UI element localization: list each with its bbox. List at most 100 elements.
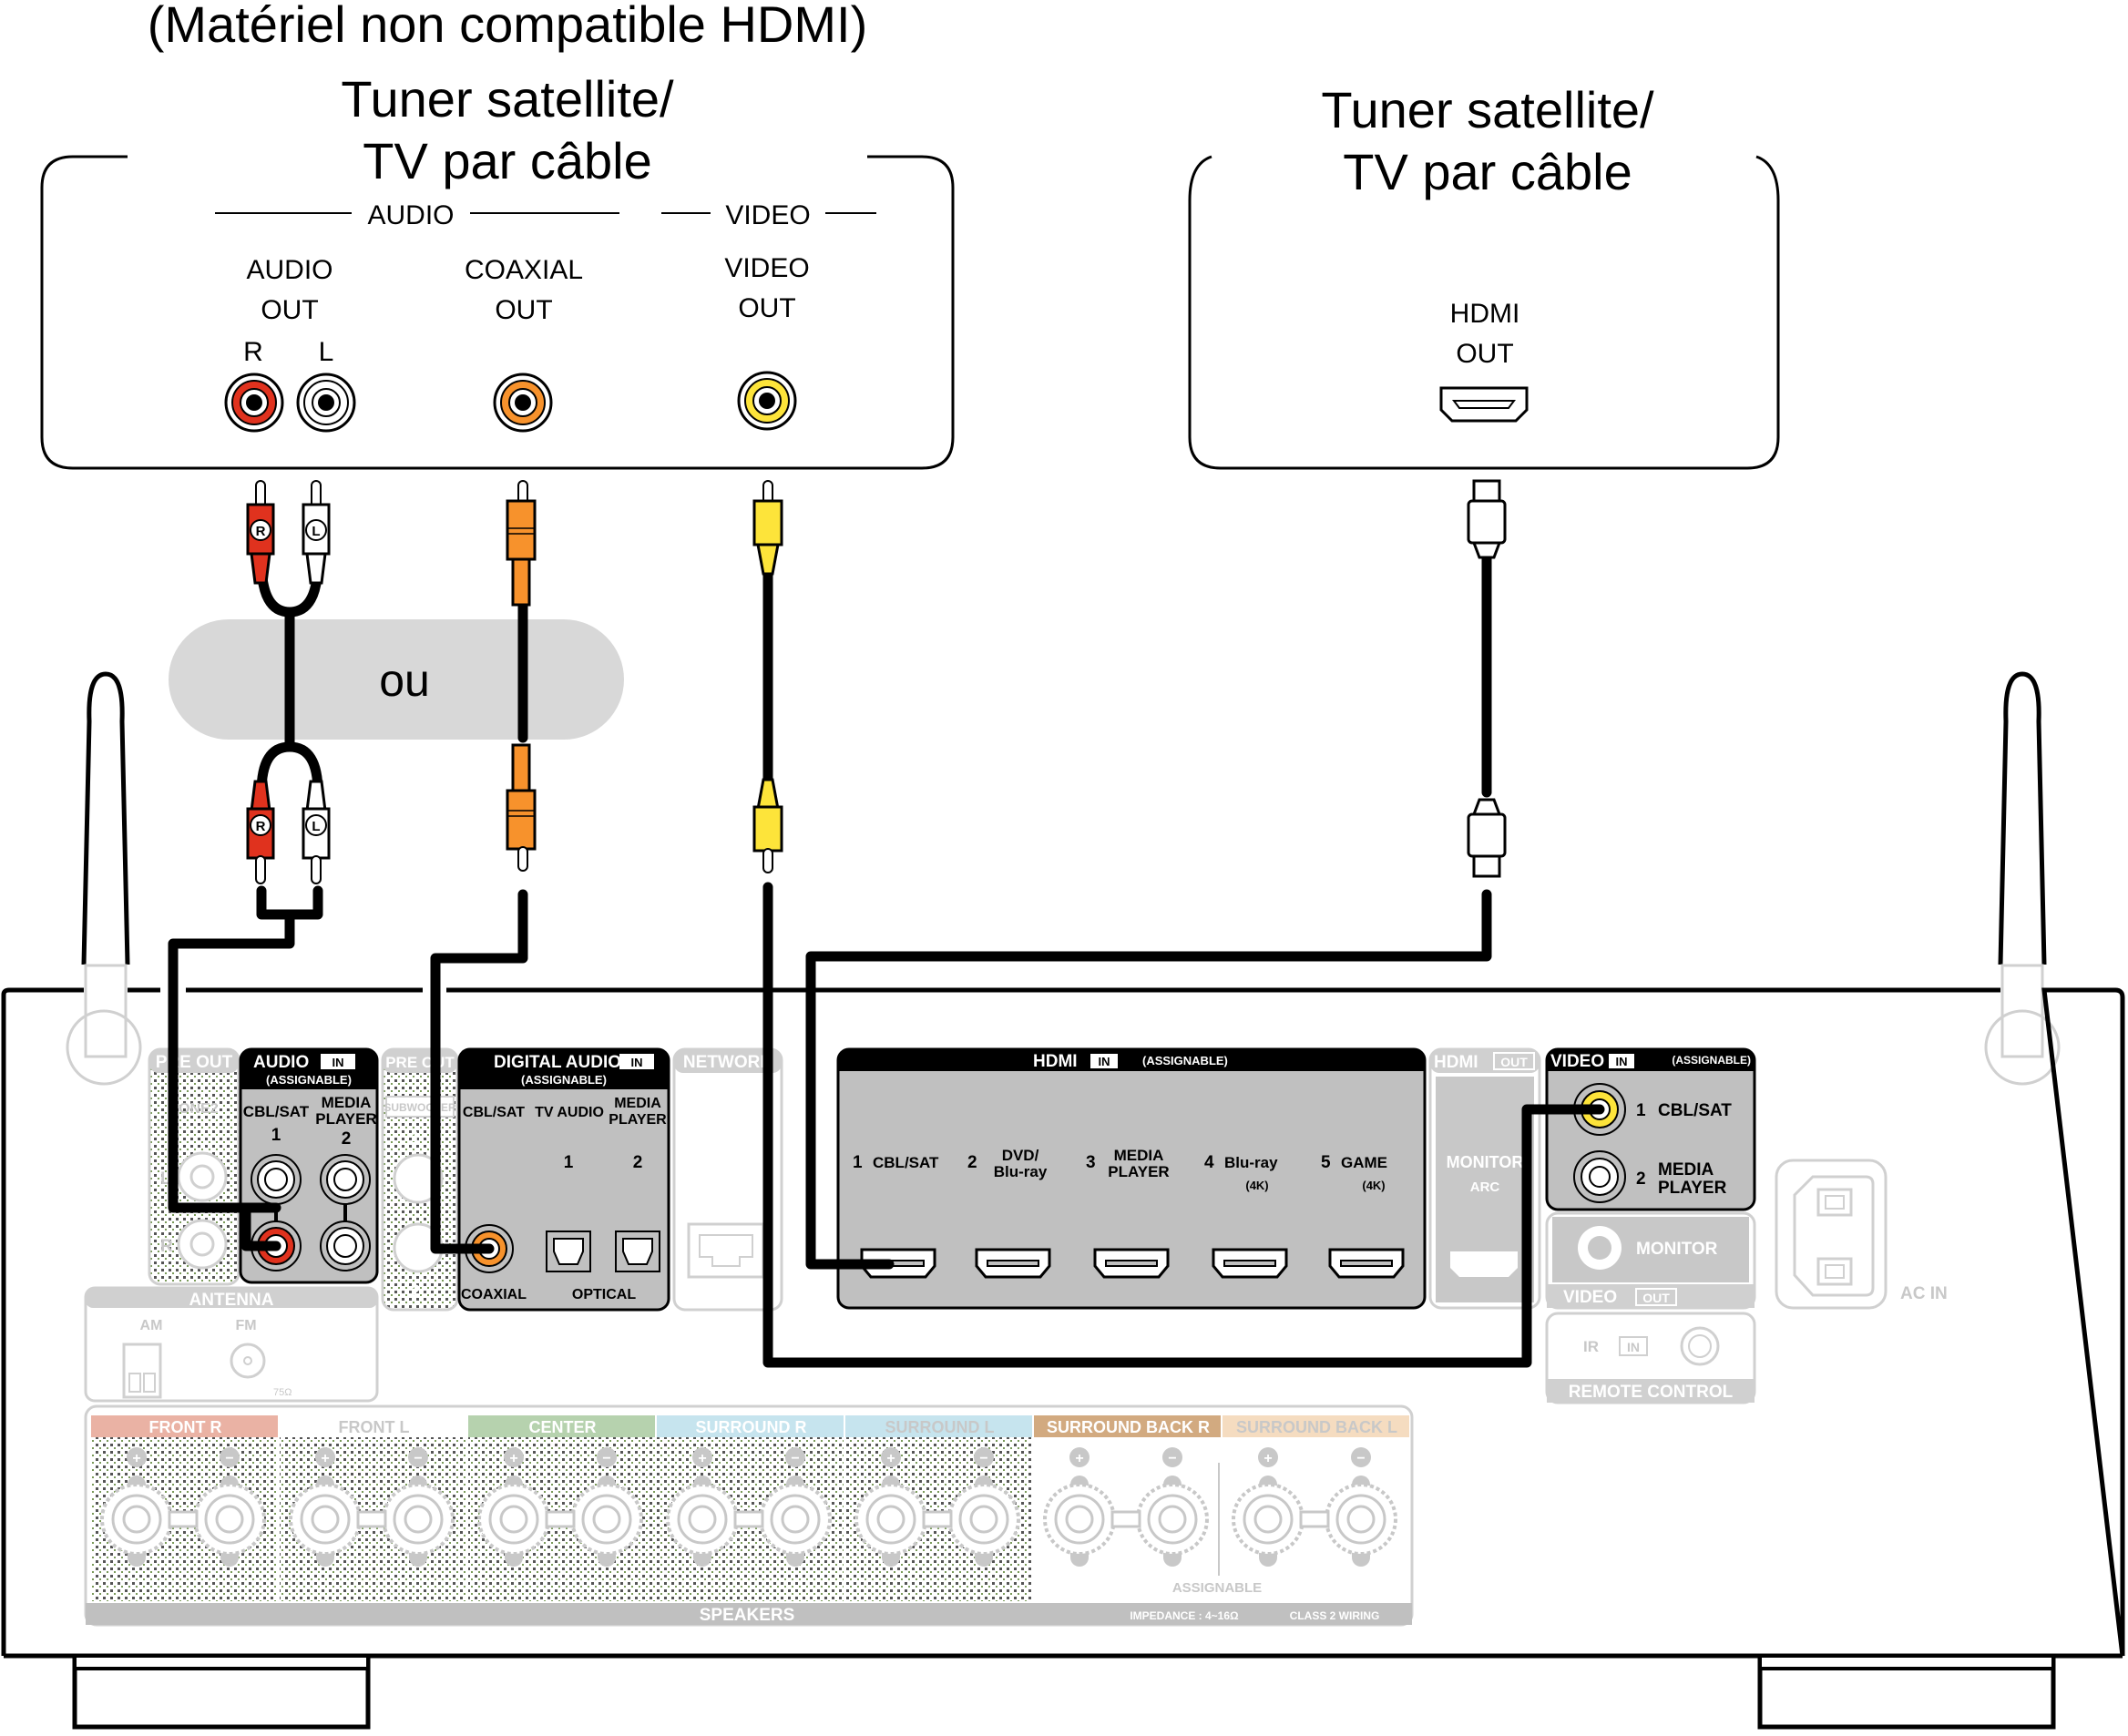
speaker-terminal-group: FRONT L + − xyxy=(280,1415,466,1601)
video-plug-top xyxy=(752,480,783,576)
svg-text:SUBWOOFER: SUBWOOFER xyxy=(384,1101,456,1114)
or-label: ou xyxy=(379,655,430,706)
antenna-panel: ANTENNA AM FM 75Ω xyxy=(84,1286,379,1403)
video-plug-bottom xyxy=(752,778,783,873)
coaxial-out-label-2: OUT xyxy=(495,295,552,325)
svg-text:+: + xyxy=(886,1451,895,1466)
svg-text:FM: FM xyxy=(235,1318,256,1333)
svg-text:4: 4 xyxy=(1204,1153,1214,1172)
svg-text:DVD/: DVD/ xyxy=(1002,1147,1039,1164)
remote-control-panel: IR IN REMOTE CONTROL xyxy=(1545,1312,1756,1404)
svg-text:OUT: OUT xyxy=(1500,1055,1528,1069)
svg-text:CBL/SAT: CBL/SAT xyxy=(873,1154,939,1171)
svg-text:+: + xyxy=(132,1451,140,1466)
plugs: R L R L xyxy=(246,479,1507,884)
speaker-terminal-group: CENTER+− xyxy=(468,1415,655,1601)
audio-in-1-l-jack xyxy=(251,1154,302,1205)
right-device-outline xyxy=(1188,155,1780,470)
svg-text:PLAYER: PLAYER xyxy=(609,1112,667,1128)
svg-text:DIGITAL AUDIO: DIGITAL AUDIO xyxy=(494,1053,621,1072)
svg-text:L: L xyxy=(312,819,320,834)
right-device-title-line2: TV par câble xyxy=(1343,143,1632,200)
svg-text:L: L xyxy=(312,524,320,539)
svg-text:+: + xyxy=(321,1451,329,1466)
svg-text:−: − xyxy=(1356,1451,1365,1466)
svg-text:REMOTE CONTROL: REMOTE CONTROL xyxy=(1569,1383,1734,1402)
svg-text:IN: IN xyxy=(631,1056,643,1069)
svg-text:(ASSIGNABLE): (ASSIGNABLE) xyxy=(266,1073,352,1087)
speaker-terminal-group: SURROUND R+− xyxy=(657,1415,844,1601)
audio-out-label: AUDIO xyxy=(246,255,332,285)
hdmi-plug-bottom xyxy=(1467,798,1507,878)
svg-text:+: + xyxy=(1264,1451,1272,1466)
svg-text:GAME: GAME xyxy=(1341,1154,1387,1171)
svg-text:MEDIA: MEDIA xyxy=(1114,1147,1164,1164)
left-device-title-line2: TV par câble xyxy=(363,132,652,189)
svg-text:(4K): (4K) xyxy=(1362,1179,1385,1192)
left-device: (Matériel non compatible HDMI) Tuner sat… xyxy=(40,0,955,470)
svg-text:1: 1 xyxy=(271,1126,281,1145)
or-separator xyxy=(169,619,624,740)
svg-text:R: R xyxy=(256,819,266,834)
svg-text:VIDEO: VIDEO xyxy=(1550,1052,1604,1071)
right-device: Tuner satellite/ TV par câble HDMI OUT xyxy=(1188,81,1780,470)
svg-text:COAXIAL: COAXIAL xyxy=(461,1287,527,1302)
hdmi-cable-run xyxy=(805,889,1492,1270)
svg-text:PRE OUT: PRE OUT xyxy=(385,1054,455,1071)
svg-text:IN: IN xyxy=(1616,1055,1628,1068)
optical-in-2-port xyxy=(615,1231,660,1272)
svg-text:75Ω: 75Ω xyxy=(273,1387,292,1398)
ac-inlet: AC IN xyxy=(1775,1159,1948,1310)
svg-text:ANTENNA: ANTENNA xyxy=(189,1291,274,1310)
svg-text:HDMI: HDMI xyxy=(1033,1052,1078,1071)
svg-text:3: 3 xyxy=(1086,1153,1096,1172)
speaker-terminal-group: FRONT R+− xyxy=(91,1415,278,1601)
hdmi-out-label-2: OUT xyxy=(1456,339,1513,369)
svg-text:MEDIA: MEDIA xyxy=(322,1094,372,1111)
left-channel-label: L xyxy=(319,337,334,367)
video-out-panel: MONITOR VIDEO OUT xyxy=(1545,1211,1756,1310)
svg-text:2: 2 xyxy=(411,1282,421,1302)
pre-out-zone2: PRE OUT ZONE2 L R xyxy=(148,1047,240,1286)
hdmi-plug-top xyxy=(1467,479,1507,559)
svg-text:−: − xyxy=(225,1451,233,1466)
svg-text:−: − xyxy=(979,1451,987,1466)
right-antenna xyxy=(1984,671,2061,1086)
svg-text:SURROUND L: SURROUND L xyxy=(885,1418,995,1436)
video-out-label: VIDEO xyxy=(724,253,809,283)
svg-text:IN: IN xyxy=(332,1056,344,1069)
svg-text:PRE OUT: PRE OUT xyxy=(156,1053,233,1072)
left-device-subtitle: (Matériel non compatible HDMI) xyxy=(148,0,867,53)
svg-text:−: − xyxy=(414,1451,422,1466)
speaker-terminal-group: SURROUND BACK L+− xyxy=(1223,1415,1409,1567)
svg-text:2: 2 xyxy=(1636,1169,1646,1189)
pre-out-subwoofer: PRE OUT SUBWOOFER 1 2 xyxy=(381,1047,459,1312)
rca-plug-l-top: L xyxy=(302,480,331,585)
svg-text:PLAYER: PLAYER xyxy=(315,1110,376,1128)
rca-plug-l-bottom: L xyxy=(302,780,331,884)
right-channel-label: R xyxy=(243,337,263,367)
svg-text:OPTICAL: OPTICAL xyxy=(572,1287,636,1302)
svg-text:FRONT L: FRONT L xyxy=(339,1418,410,1436)
svg-text:IMPEDANCE : 4~16Ω: IMPEDANCE : 4~16Ω xyxy=(1130,1609,1239,1622)
hdmi-port-icon xyxy=(1439,386,1529,423)
digital-audio-in-panel: DIGITAL AUDIO IN (ASSIGNABLE) CBL/SAT TV… xyxy=(457,1047,670,1312)
svg-text:AM: AM xyxy=(140,1318,163,1333)
right-device-title-line1: Tuner satellite/ xyxy=(1321,81,1654,138)
video-cable-run xyxy=(762,882,1605,1368)
coaxial-plug-bottom xyxy=(506,743,537,872)
audio-group-label: AUDIO xyxy=(367,200,454,230)
foot-right xyxy=(1757,1656,2056,1730)
svg-text:ZONE2: ZONE2 xyxy=(169,1101,218,1117)
video-group-label: VIDEO xyxy=(725,200,810,230)
svg-text:Blu-ray: Blu-ray xyxy=(994,1163,1048,1180)
rca-jack-white xyxy=(296,373,356,433)
svg-text:1: 1 xyxy=(411,1129,421,1149)
receiver-chassis xyxy=(1,987,2125,1657)
svg-text:SPEAKERS: SPEAKERS xyxy=(700,1606,795,1625)
speaker-terminal-group: SURROUND BACK R+− xyxy=(1034,1415,1221,1567)
